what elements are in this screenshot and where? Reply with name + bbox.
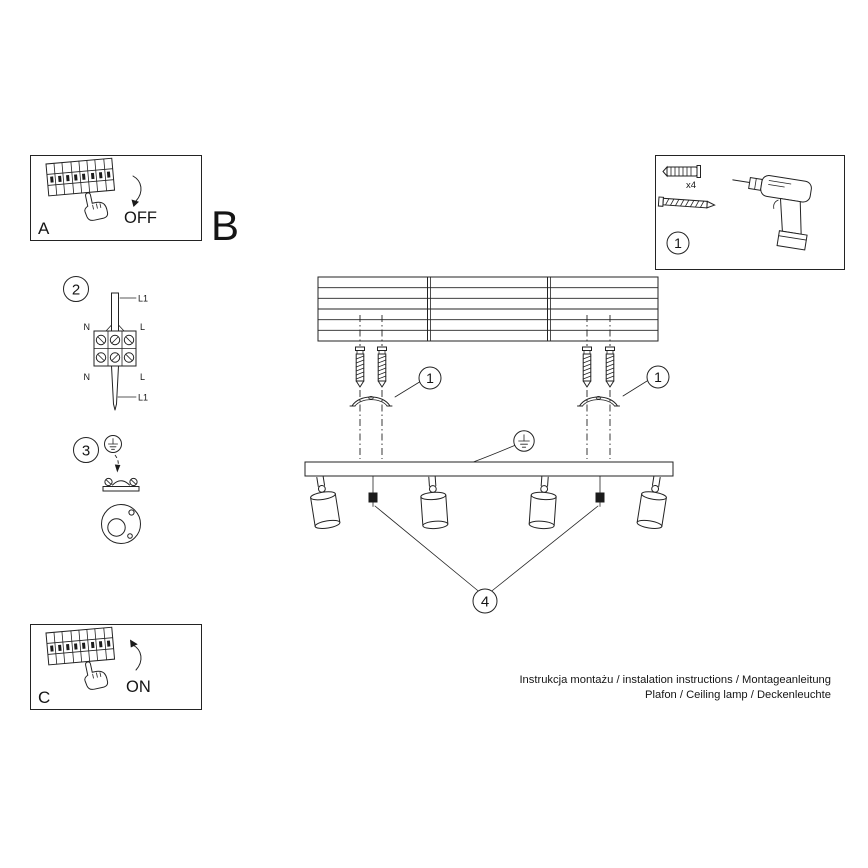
- drill-icon: [732, 174, 812, 251]
- section-b-label: B: [211, 202, 239, 249]
- lamp-bar: [304, 461, 674, 477]
- step2-number: 2: [72, 282, 80, 299]
- spotlights: [307, 474, 670, 531]
- breaker-panel-icon: [45, 626, 116, 666]
- panel-off-label: A: [38, 219, 50, 238]
- step4-number: 4: [481, 594, 489, 611]
- footer-product-text: Plafon / Ceiling lamp / Deckenleuchte: [645, 689, 831, 701]
- canopy-icon: [101, 504, 141, 544]
- screw-icon: [657, 196, 716, 209]
- footer-instructions-text: Instrukcja montażu / instalation instruc…: [519, 674, 831, 686]
- switch-on-arrow-icon: [130, 639, 142, 671]
- cable-clamp-icon: [102, 477, 140, 492]
- callout-1-right-number: 1: [654, 369, 662, 385]
- hardware-box: x4 1: [655, 155, 845, 270]
- connector-cap-left: [368, 475, 378, 507]
- callout-1-left: 1: [394, 366, 442, 398]
- step4-callout: 4: [374, 505, 599, 614]
- wire-l-lower-label: L: [140, 372, 145, 382]
- callout-1-right: 1: [622, 365, 670, 397]
- wire-l1-top-label: L1: [138, 294, 148, 304]
- panel-off-box: A OFF: [30, 155, 202, 241]
- power-off-text: OFF: [124, 209, 157, 227]
- step2-badge: 2: [63, 276, 89, 302]
- wiring-diagram: 2 L1 N L N L: [63, 276, 148, 411]
- earth-callout: [471, 430, 535, 469]
- plug-qty-label: x4: [686, 180, 696, 191]
- terminal-block-icon: [93, 330, 137, 367]
- wire-n-lower-label: N: [84, 372, 91, 382]
- mounting-clips: [349, 395, 620, 407]
- wall-plug-icon: [662, 165, 701, 178]
- panel-on-box: C ON: [30, 624, 202, 710]
- breaker-panel-icon: [45, 157, 116, 197]
- down-arrow-icon: [114, 454, 121, 473]
- earth-symbol-icon: [104, 435, 122, 453]
- step3-badge: 3: [73, 437, 99, 463]
- ceiling-rail: [317, 276, 659, 342]
- wire-n-upper-label: N: [84, 322, 91, 332]
- wire-l-upper-label: L: [140, 322, 145, 332]
- panel-on-label: C: [38, 688, 50, 707]
- step1-number: 1: [674, 235, 682, 251]
- step1-badge: 1: [666, 231, 690, 255]
- earth-mount-section: 3: [73, 435, 141, 544]
- step3-number: 3: [82, 443, 90, 460]
- power-on-text: ON: [126, 678, 151, 696]
- callout-1-left-number: 1: [426, 370, 434, 386]
- alignment-centerlines: [359, 315, 611, 459]
- switch-off-arrow-icon: [131, 175, 142, 207]
- anchor-screws: [355, 346, 615, 388]
- connector-cap-right: [595, 475, 605, 507]
- wire-l1-bottom-label: L1: [138, 393, 148, 403]
